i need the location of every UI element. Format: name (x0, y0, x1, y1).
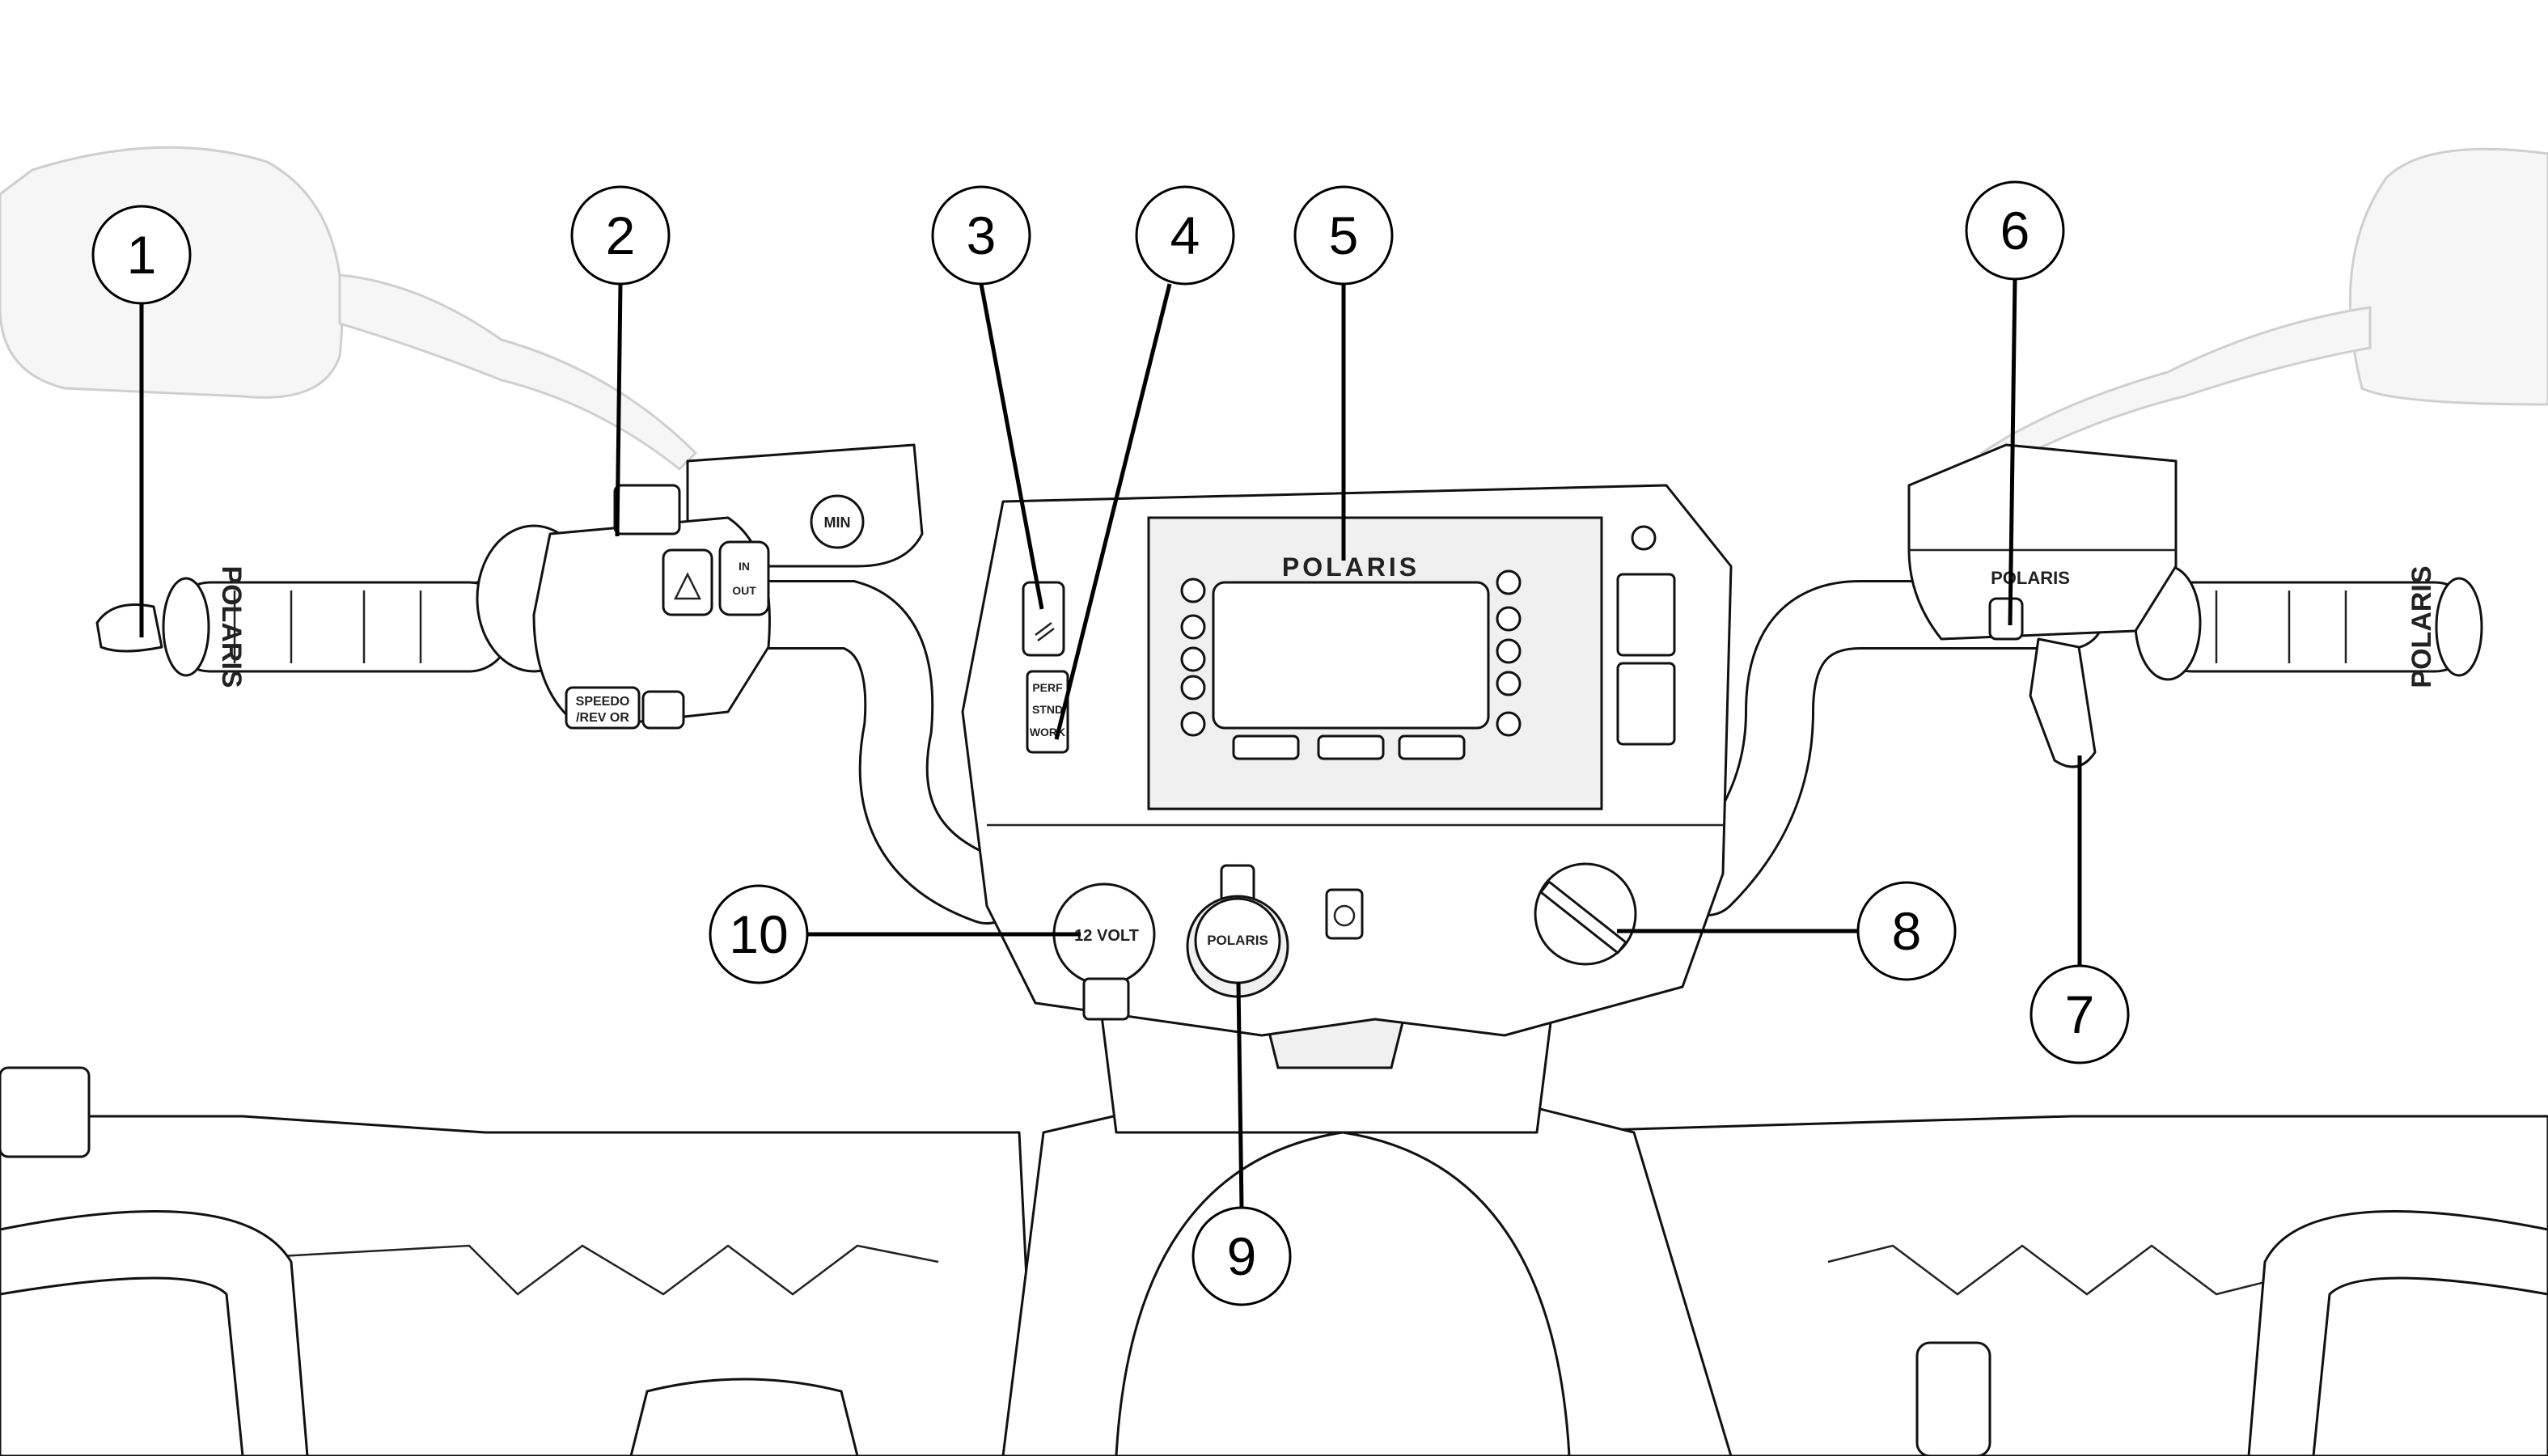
grip-brand-left: POLARIS (216, 565, 247, 688)
right-control-switch[interactable] (1988, 597, 2024, 641)
callout-number: 3 (967, 205, 997, 265)
display-brand-logo: POLARIS (1282, 552, 1420, 582)
grip-brand-right: POLARIS (2406, 565, 2437, 688)
callout-number: 6 (2000, 201, 2030, 260)
speedo-label-1: SPEEDO (576, 695, 630, 709)
left-grip: POLARIS (162, 565, 511, 688)
leader-lines (139, 278, 2082, 1208)
speedo-label-2: /REV OR (576, 711, 629, 725)
callout-8: 8 (1856, 881, 1957, 981)
callout-5: 5 (1293, 185, 1394, 286)
callout-number: 7 (2065, 984, 2095, 1044)
callout-9: 9 (1191, 1206, 1292, 1306)
handlebar (451, 580, 2106, 925)
callout-number: 1 (127, 225, 157, 285)
callout-number: 10 (729, 904, 788, 964)
winch-in-label: IN (739, 560, 750, 573)
right-grip: POLARIS (2134, 565, 2483, 688)
12-volt-label: 12 VOLT (1074, 927, 1139, 945)
right-control-housing: POLARIS (1907, 443, 2178, 641)
accessory-plug[interactable]: POLARIS (1186, 864, 1289, 998)
ignition-switch[interactable] (1534, 862, 1637, 966)
callout-6: 6 (1965, 180, 2065, 281)
left-control-switch[interactable]: IN OUT SPEEDO /REV OR (476, 484, 771, 730)
callout-number: 4 (1170, 205, 1200, 265)
callout-number: 9 (1227, 1226, 1257, 1286)
callout-7: 7 (2030, 964, 2130, 1064)
torx-screw (1325, 888, 1364, 940)
right-mirror (1979, 147, 2548, 471)
callout-number: 5 (1329, 205, 1359, 265)
right-control-brand: POLARIS (1991, 568, 2070, 588)
callout-2: 2 (570, 185, 671, 286)
mode-perf-label: PERF (1032, 681, 1063, 694)
callout-3: 3 (931, 185, 1031, 286)
headlight-switch[interactable] (1022, 581, 1065, 657)
accessory-cap-brand: POLARIS (1207, 933, 1268, 948)
winch-out-label: OUT (732, 584, 756, 597)
callout-10: 10 (709, 884, 809, 984)
throttle-lever-left (95, 603, 163, 653)
callout-4: 4 (1135, 185, 1235, 286)
reservoir-min-label: MIN (824, 514, 851, 531)
mode-stnd-label: STND (1032, 703, 1063, 716)
throttle-lever[interactable] (2029, 637, 2097, 768)
callout-number: 8 (1892, 901, 1922, 961)
callout-number: 2 (606, 205, 636, 265)
callout-1: 1 (91, 205, 192, 305)
